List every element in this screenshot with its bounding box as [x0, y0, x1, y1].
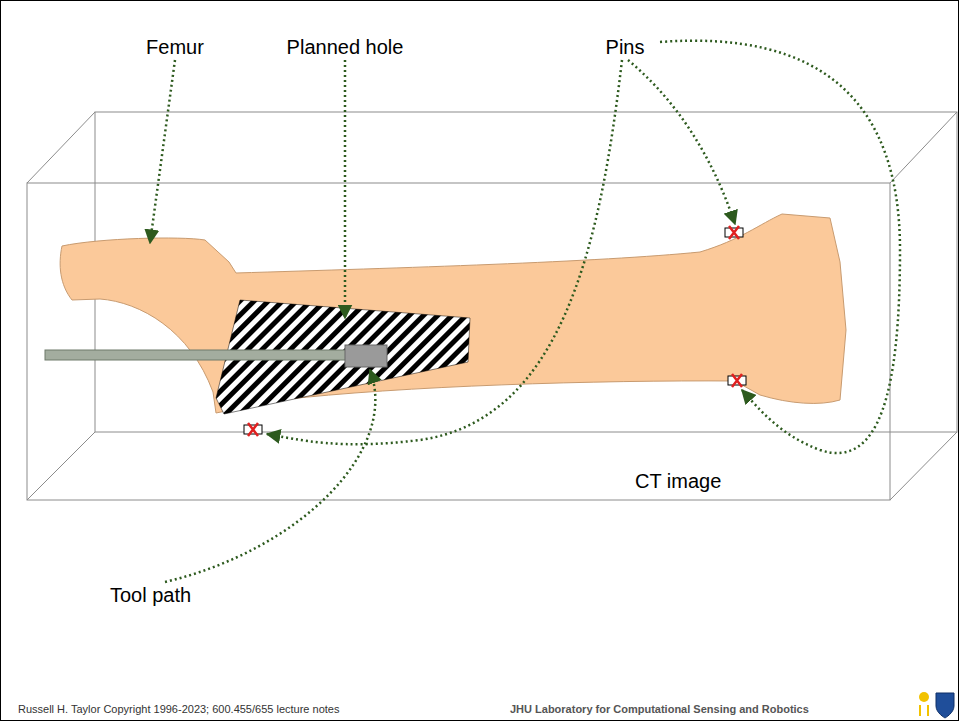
- leader-line: [150, 60, 175, 243]
- volume-label: CT image: [635, 470, 721, 493]
- tool-tip: [345, 345, 387, 367]
- pin: [725, 226, 743, 239]
- tool-shaft: [45, 350, 347, 360]
- leader-line: [344, 60, 347, 318]
- part-label: Femur: [146, 36, 204, 59]
- leader-line: [267, 60, 622, 444]
- ct-volume-box: [27, 112, 957, 500]
- part-label: Planned hole: [287, 36, 404, 59]
- leader-line: [628, 60, 735, 224]
- part-label: Pins: [606, 36, 645, 59]
- pin: [728, 374, 746, 387]
- leader-line: [660, 41, 900, 453]
- footer-note: Russell H. Taylor Copyright 1996-2023; 6…: [18, 703, 339, 716]
- part-label: Tool path: [110, 584, 191, 607]
- jhu-logo: [919, 692, 954, 718]
- leader-line: [165, 370, 375, 582]
- pin: [244, 423, 262, 436]
- footer-lab: JHU Laboratory for Computational Sensing…: [510, 703, 809, 716]
- femur: [60, 214, 846, 413]
